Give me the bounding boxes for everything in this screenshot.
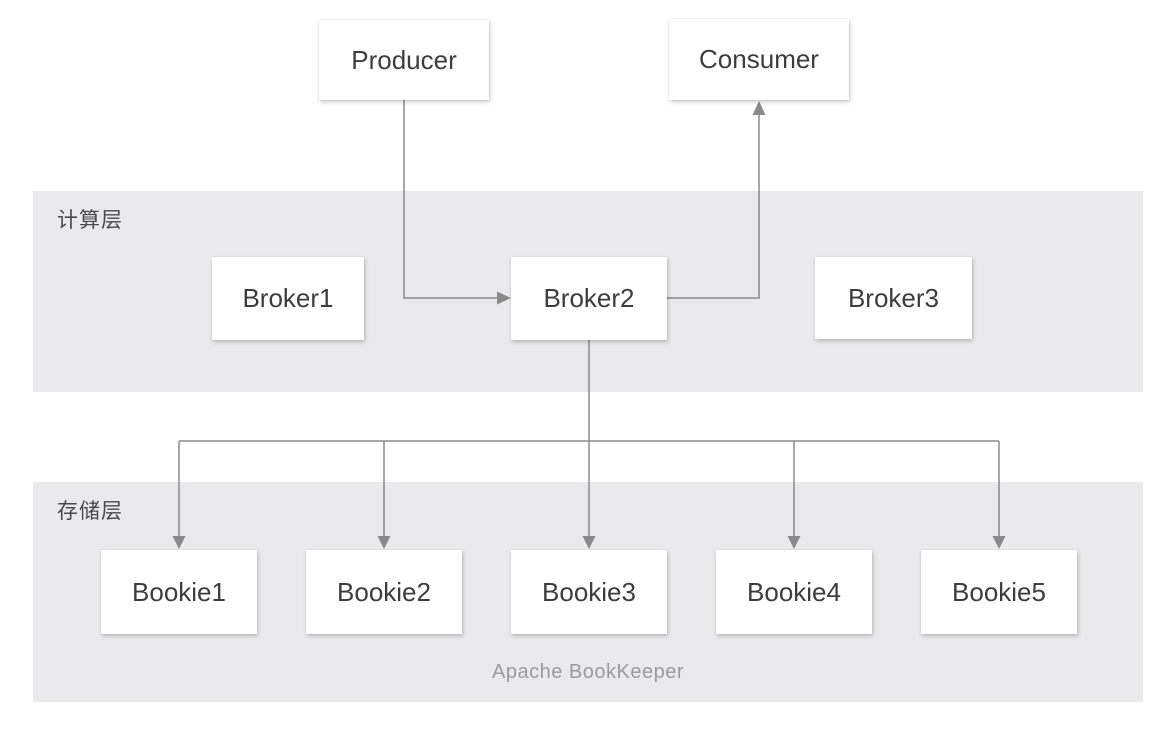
node-bookie4-label: Bookie4	[747, 576, 841, 607]
node-broker3-label: Broker3	[847, 282, 940, 313]
node-bookie1-label: Bookie1	[132, 576, 226, 607]
node-consumer: Consumer	[669, 19, 849, 100]
node-bookie5: Bookie5	[921, 550, 1077, 634]
node-broker1: Broker1	[212, 257, 364, 340]
node-bookie3: Bookie3	[511, 550, 667, 634]
node-bookie1: Bookie1	[101, 550, 257, 634]
node-consumer-label: Consumer	[699, 44, 819, 74]
node-producer: Producer	[319, 20, 489, 100]
node-broker3: Broker3	[815, 257, 972, 339]
node-bookie2: Bookie2	[306, 550, 462, 634]
compute-layer-label: 计算层	[57, 209, 123, 232]
node-broker1-label: Broker1	[242, 283, 334, 313]
node-bookie3-label: Bookie3	[542, 576, 636, 607]
node-broker2: Broker2	[511, 257, 667, 340]
node-producer-label: Producer	[351, 44, 457, 75]
arrowhead-into-consumer	[752, 101, 766, 115]
node-bookie2-label: Bookie2	[337, 576, 431, 607]
node-bookie4: Bookie4	[716, 550, 872, 634]
bookkeeper-caption: Apache BookKeeper	[492, 661, 684, 683]
node-broker2-label: Broker2	[543, 283, 635, 313]
node-bookie5-label: Bookie5	[952, 576, 1046, 607]
storage-layer-label: 存储层	[57, 500, 123, 523]
